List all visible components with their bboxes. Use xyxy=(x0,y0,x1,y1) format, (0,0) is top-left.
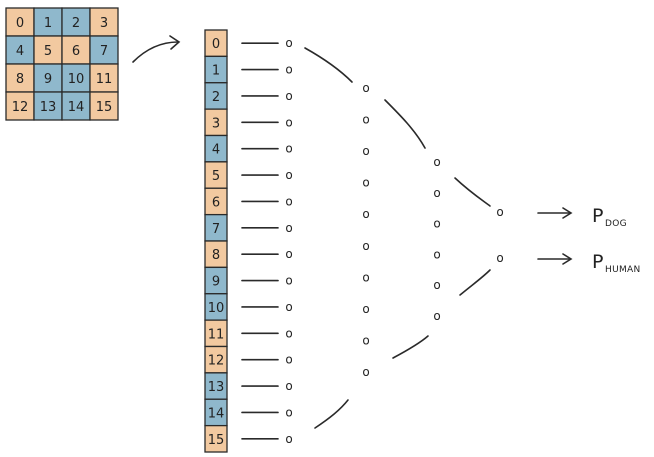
grid-cell-label: 9 xyxy=(44,72,52,87)
column-cell-label: 6 xyxy=(212,195,220,210)
column-cell-label: 13 xyxy=(208,380,225,395)
input-node: o xyxy=(285,326,292,340)
grid-cell xyxy=(89,35,119,65)
hidden-node-1: o xyxy=(362,302,369,316)
hidden-node-1: o xyxy=(362,176,369,190)
output-label-human-p: P xyxy=(592,251,603,273)
grid-cell-label: 4 xyxy=(16,44,24,59)
hidden-node-2: o xyxy=(433,155,440,169)
output-node: o xyxy=(496,205,503,219)
column-cell-label: 12 xyxy=(208,354,225,369)
hidden-node-1: o xyxy=(362,333,369,347)
output-label-human-subscript: HUMAN xyxy=(605,265,641,275)
hidden-node-1: o xyxy=(362,270,369,284)
grid-cell-label: 13 xyxy=(40,100,57,115)
column-cell-label: 3 xyxy=(212,116,220,131)
column-cell-label: 8 xyxy=(212,248,220,263)
input-node: o xyxy=(285,36,292,50)
hidden-node-2: o xyxy=(433,186,440,200)
flatten-arrow xyxy=(132,35,181,63)
column-cell xyxy=(204,424,228,453)
hidden-node-2: o xyxy=(433,309,440,323)
hidden-node-1: o xyxy=(362,113,369,127)
input-node: o xyxy=(285,194,292,208)
hidden-node-2: o xyxy=(433,247,440,261)
hidden-node-1: o xyxy=(362,239,369,253)
column-cell-label: 11 xyxy=(208,327,225,342)
output-label-dog-subscript: DOG xyxy=(605,219,627,229)
hidden-node-1: o xyxy=(362,365,369,379)
input-node: o xyxy=(285,274,292,288)
grid-cell-label: 2 xyxy=(72,16,80,31)
hidden-layer-2: o o o o o o xyxy=(433,155,440,323)
grid-cell-label: 1 xyxy=(44,16,52,31)
grid-cell-label: 10 xyxy=(68,72,85,87)
grid-cell xyxy=(89,63,119,93)
input-node: o xyxy=(285,89,292,103)
grid-cell-label: 5 xyxy=(44,44,52,59)
input-node: o xyxy=(285,300,292,314)
input-node: o xyxy=(285,63,292,77)
input-node: o xyxy=(285,379,292,393)
grid-cell-label: 3 xyxy=(100,16,108,31)
grid-cell xyxy=(89,91,119,121)
grid-cell xyxy=(33,63,63,93)
input-node: o xyxy=(285,221,292,235)
column-cell-label: 14 xyxy=(208,406,225,421)
hidden-node-1: o xyxy=(362,144,369,158)
grid-cell xyxy=(33,91,63,121)
column-cell-label: 4 xyxy=(212,143,220,158)
column-cell-label: 0 xyxy=(212,37,220,52)
column-cell-label: 15 xyxy=(208,433,225,448)
input-node: o xyxy=(285,142,292,156)
input-node: o xyxy=(285,115,292,129)
hidden-node-2: o xyxy=(433,217,440,231)
grid-cell-label: 0 xyxy=(16,16,24,31)
hidden-node-1: o xyxy=(362,81,369,95)
input-node: o xyxy=(285,405,292,419)
input-node: o xyxy=(285,168,292,182)
grid-cell-label: 11 xyxy=(96,72,113,87)
input-node: o xyxy=(285,432,292,446)
grid-cell xyxy=(5,91,35,121)
output-node: o xyxy=(496,251,503,265)
grid-cell-label: 7 xyxy=(100,44,108,59)
hidden-node-1: o xyxy=(362,207,369,221)
output-layer: oo xyxy=(496,205,503,265)
output-labels: P DOG P HUMAN xyxy=(592,205,641,275)
input-node: o xyxy=(285,247,292,261)
grid-cell-label: 12 xyxy=(12,100,29,115)
column-cell-label: 9 xyxy=(212,275,220,290)
output-label-dog-p: P xyxy=(592,205,603,227)
column-cell-label: 10 xyxy=(208,301,225,316)
column-cell-label: 5 xyxy=(212,169,220,184)
column-cell-label: 7 xyxy=(212,222,220,237)
grid-cell-label: 6 xyxy=(72,44,80,59)
grid-cell xyxy=(89,7,119,37)
hidden-layer-1: o o o o o o o o o o xyxy=(362,81,369,379)
grid-cell-label: 8 xyxy=(16,72,24,87)
hidden-node-2: o xyxy=(433,278,440,292)
grid-cell-label: 15 xyxy=(96,100,113,115)
funnel-outline xyxy=(304,47,491,429)
grid-cell-label: 14 xyxy=(68,100,85,115)
output-arrows xyxy=(537,207,573,265)
input-node: o xyxy=(285,353,292,367)
column-cell-label: 1 xyxy=(212,64,220,79)
column-cell-label: 2 xyxy=(212,90,220,105)
